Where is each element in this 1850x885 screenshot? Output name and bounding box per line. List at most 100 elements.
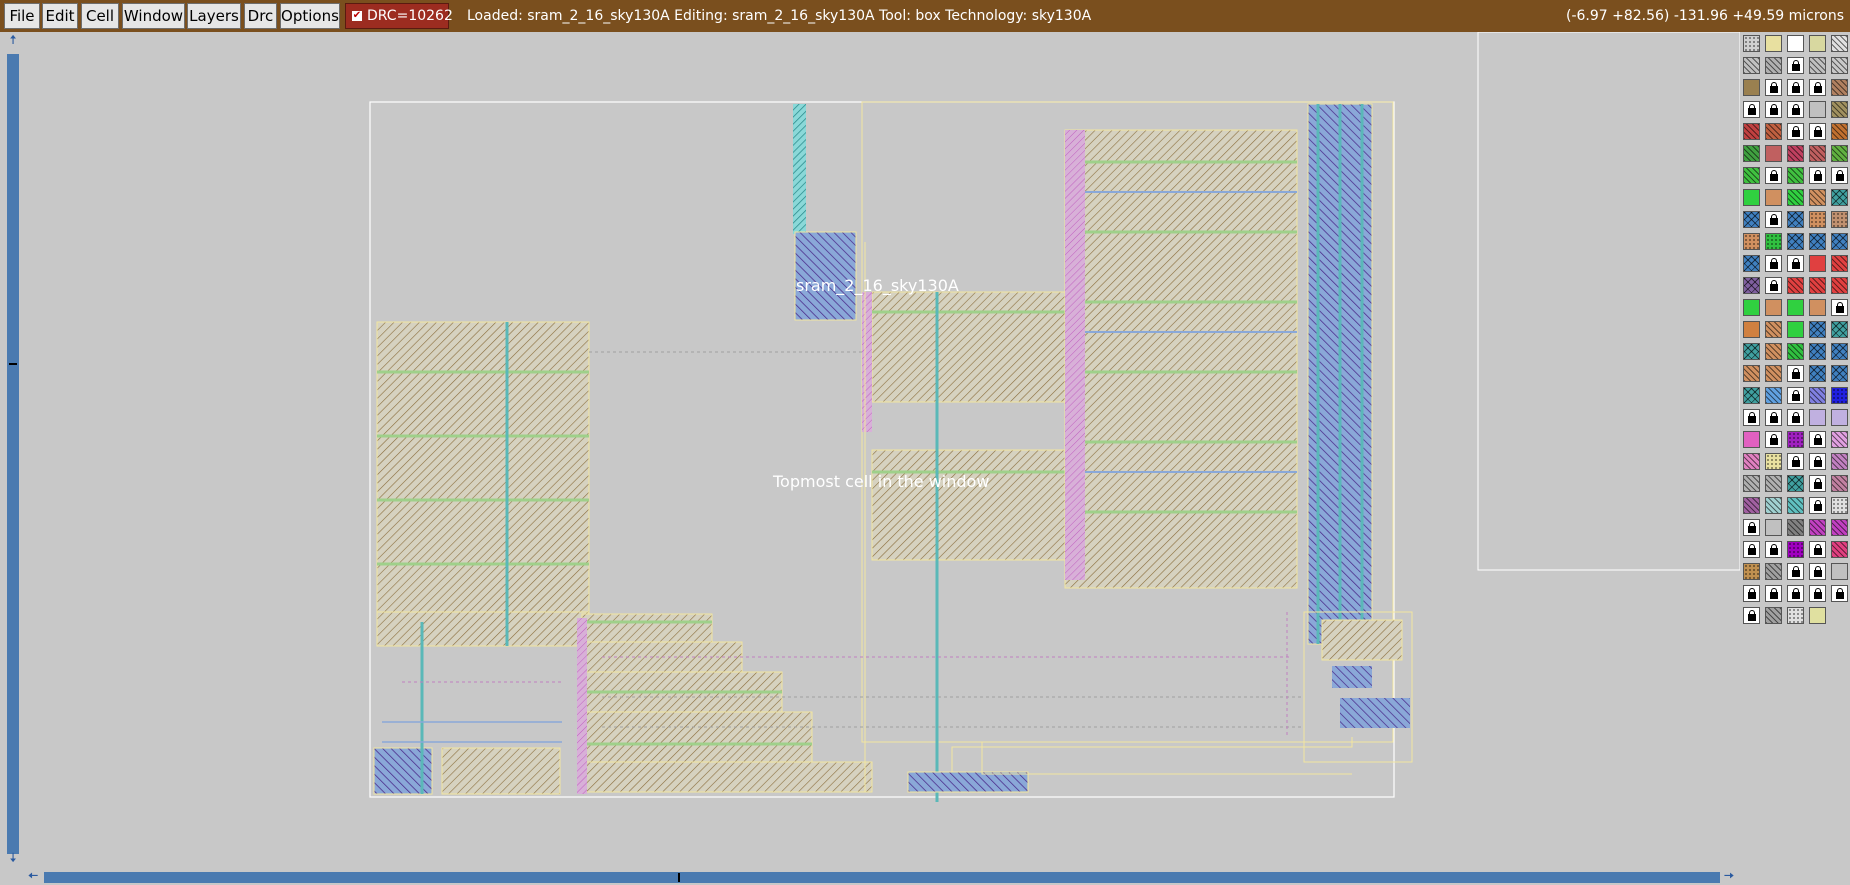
layer-lock-icon[interactable]: [1787, 387, 1804, 404]
layer-swatch[interactable]: [1831, 123, 1848, 140]
layer-swatch[interactable]: [1831, 255, 1848, 272]
menu-options-button[interactable]: Options: [280, 3, 340, 29]
layer-swatch[interactable]: [1809, 101, 1826, 118]
layer-swatch[interactable]: [1831, 497, 1848, 514]
layer-lock-icon[interactable]: [1787, 563, 1804, 580]
layer-swatch[interactable]: [1831, 409, 1848, 426]
layer-swatch[interactable]: [1743, 233, 1760, 250]
horizontal-scroll-trough[interactable]: [44, 872, 1720, 883]
layer-swatch[interactable]: [1831, 35, 1848, 52]
layer-swatch[interactable]: [1765, 519, 1782, 536]
layer-lock-icon[interactable]: [1787, 57, 1804, 74]
layer-swatch[interactable]: [1765, 343, 1782, 360]
layer-swatch[interactable]: [1765, 563, 1782, 580]
layer-swatch[interactable]: [1787, 431, 1804, 448]
layer-swatch[interactable]: [1831, 145, 1848, 162]
layer-swatch[interactable]: [1831, 233, 1848, 250]
layer-swatch[interactable]: [1765, 607, 1782, 624]
layer-swatch[interactable]: [1809, 299, 1826, 316]
layer-swatch[interactable]: [1787, 277, 1804, 294]
scroll-right-arrow-icon[interactable]: 🠆: [1723, 869, 1735, 884]
layer-swatch[interactable]: [1831, 79, 1848, 96]
layer-swatch[interactable]: [1765, 299, 1782, 316]
layer-swatch[interactable]: [1743, 475, 1760, 492]
layer-swatch[interactable]: [1787, 321, 1804, 338]
vertical-scroll-trough[interactable]: [7, 54, 19, 854]
layer-swatch[interactable]: [1809, 211, 1826, 228]
layer-swatch[interactable]: [1831, 211, 1848, 228]
horizontal-scrollbar[interactable]: 🠄 🠆: [0, 869, 1740, 885]
layer-swatch[interactable]: [1809, 145, 1826, 162]
layer-swatch[interactable]: [1809, 57, 1826, 74]
layer-lock-icon[interactable]: [1765, 79, 1782, 96]
layer-swatch[interactable]: [1831, 189, 1848, 206]
horizontal-scroll-thumb[interactable]: [678, 873, 680, 882]
layer-lock-icon[interactable]: [1765, 431, 1782, 448]
layer-lock-icon[interactable]: [1809, 497, 1826, 514]
layer-lock-icon[interactable]: [1809, 167, 1826, 184]
layer-lock-icon[interactable]: [1765, 541, 1782, 558]
layer-lock-icon[interactable]: [1743, 519, 1760, 536]
layer-swatch[interactable]: [1831, 101, 1848, 118]
layer-swatch[interactable]: [1743, 57, 1760, 74]
scroll-up-arrow-icon[interactable]: 🠅: [9, 33, 17, 48]
layer-swatch[interactable]: [1831, 57, 1848, 74]
layer-lock-icon[interactable]: [1831, 167, 1848, 184]
layer-swatch[interactable]: [1787, 497, 1804, 514]
layer-swatch[interactable]: [1765, 365, 1782, 382]
layer-lock-icon[interactable]: [1765, 255, 1782, 272]
layer-swatch[interactable]: [1765, 497, 1782, 514]
layer-swatch[interactable]: [1831, 519, 1848, 536]
drc-checkbox-icon[interactable]: ✔: [352, 10, 362, 21]
layer-swatch[interactable]: [1809, 277, 1826, 294]
layer-swatch[interactable]: [1831, 277, 1848, 294]
layer-lock-icon[interactable]: [1765, 101, 1782, 118]
layer-swatch[interactable]: [1743, 145, 1760, 162]
layer-swatch[interactable]: [1743, 453, 1760, 470]
layer-palette[interactable]: [1740, 32, 1850, 869]
layer-swatch[interactable]: [1831, 453, 1848, 470]
layer-swatch[interactable]: [1765, 35, 1782, 52]
layer-swatch[interactable]: [1743, 277, 1760, 294]
layer-lock-icon[interactable]: [1743, 607, 1760, 624]
layer-swatch[interactable]: [1743, 365, 1760, 382]
menu-cell-button[interactable]: Cell: [81, 3, 119, 29]
layer-swatch[interactable]: [1743, 211, 1760, 228]
layer-swatch[interactable]: [1743, 79, 1760, 96]
layer-swatch[interactable]: [1787, 211, 1804, 228]
layer-swatch[interactable]: [1787, 541, 1804, 558]
layer-lock-icon[interactable]: [1765, 409, 1782, 426]
layer-swatch[interactable]: [1809, 519, 1826, 536]
layer-swatch[interactable]: [1743, 35, 1760, 52]
vertical-scroll-thumb[interactable]: [9, 363, 17, 365]
layer-lock-icon[interactable]: [1787, 79, 1804, 96]
layer-swatch[interactable]: [1787, 607, 1804, 624]
layer-swatch[interactable]: [1809, 387, 1826, 404]
layer-lock-icon[interactable]: [1765, 167, 1782, 184]
layer-swatch[interactable]: [1743, 563, 1760, 580]
layer-lock-icon[interactable]: [1809, 585, 1826, 602]
menu-file-button[interactable]: File: [4, 3, 40, 29]
layer-swatch[interactable]: [1765, 145, 1782, 162]
layer-swatch[interactable]: [1787, 299, 1804, 316]
layer-lock-icon[interactable]: [1787, 123, 1804, 140]
layer-swatch[interactable]: [1765, 387, 1782, 404]
layer-lock-icon[interactable]: [1809, 431, 1826, 448]
layer-swatch[interactable]: [1743, 167, 1760, 184]
layer-swatch[interactable]: [1743, 387, 1760, 404]
layout-canvas[interactable]: sram_2_16_sky130A Topmost cell in the wi…: [22, 31, 1741, 869]
layer-swatch[interactable]: [1809, 35, 1826, 52]
layer-lock-icon[interactable]: [1787, 409, 1804, 426]
vertical-scrollbar[interactable]: 🠅 🠇: [0, 32, 22, 869]
layer-swatch[interactable]: [1809, 365, 1826, 382]
layer-lock-icon[interactable]: [1765, 585, 1782, 602]
layer-swatch[interactable]: [1787, 233, 1804, 250]
layer-lock-icon[interactable]: [1765, 211, 1782, 228]
layer-swatch[interactable]: [1787, 35, 1804, 52]
layer-lock-icon[interactable]: [1809, 79, 1826, 96]
layer-lock-icon[interactable]: [1809, 541, 1826, 558]
layer-swatch[interactable]: [1831, 431, 1848, 448]
layer-swatch[interactable]: [1743, 321, 1760, 338]
layer-swatch[interactable]: [1831, 343, 1848, 360]
drc-count-toggle[interactable]: ✔ DRC=10262: [345, 3, 453, 29]
